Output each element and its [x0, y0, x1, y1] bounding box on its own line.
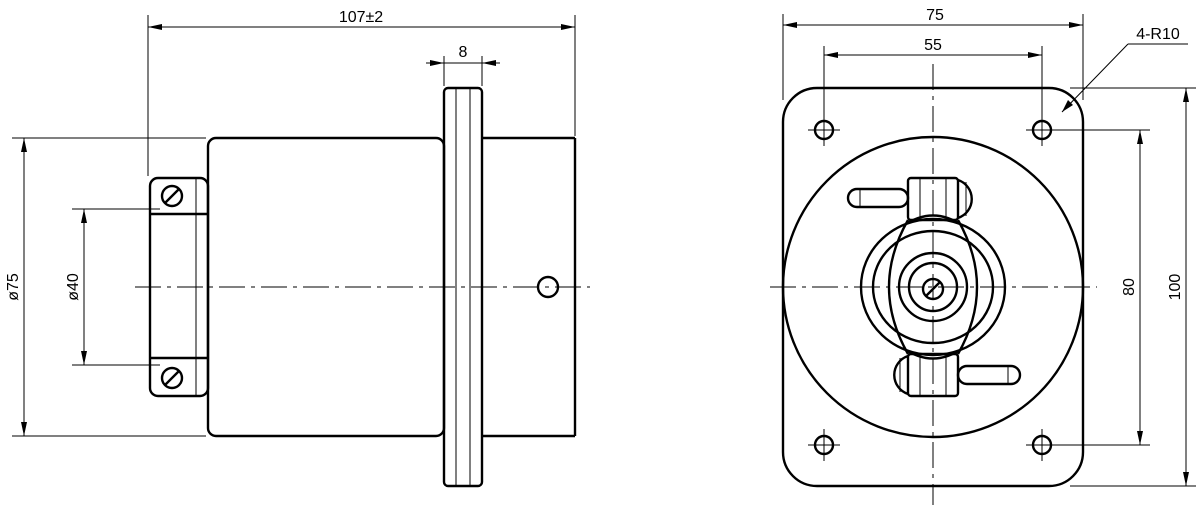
length-dimension: 107±2 — [147, 9, 576, 176]
screw-icon — [160, 366, 184, 390]
bottom-terminal — [893, 352, 1022, 398]
flange-height-label: 100 — [1167, 274, 1184, 301]
corner-radius-label: 4-R10 — [1136, 26, 1180, 43]
flange-height-dimension: 100 — [1070, 87, 1196, 487]
mounting-hole-icon — [808, 429, 840, 461]
hole-spacing-vertical-label: 80 — [1121, 278, 1138, 296]
flange-thickness-dimension: 8 — [426, 44, 500, 86]
connector-diameter-label: ø40 — [65, 273, 82, 301]
side-view: 107±2 8 ø75 ø40 — [5, 9, 590, 488]
length-dim-label: 107±2 — [339, 9, 383, 26]
flange-thickness-label: 8 — [459, 44, 468, 61]
flange-width-dimension: 75 — [782, 7, 1084, 100]
hole-spacing-horizontal-dimension: 55 — [823, 37, 1043, 120]
front-view: 75 55 4-R10 80 — [770, 7, 1196, 505]
body-diameter-label: ø75 — [5, 273, 22, 301]
hole-spacing-vertical-dimension: 80 — [1052, 129, 1150, 446]
top-terminal — [846, 176, 973, 222]
corner-radius-callout: 4-R10 — [1061, 26, 1188, 113]
screw-icon — [160, 184, 184, 208]
hole-spacing-horizontal-label: 55 — [924, 37, 942, 54]
connector-diameter-dimension: ø40 — [65, 208, 160, 366]
body-diameter-dimension: ø75 — [5, 137, 206, 437]
flange-width-label: 75 — [926, 7, 944, 24]
